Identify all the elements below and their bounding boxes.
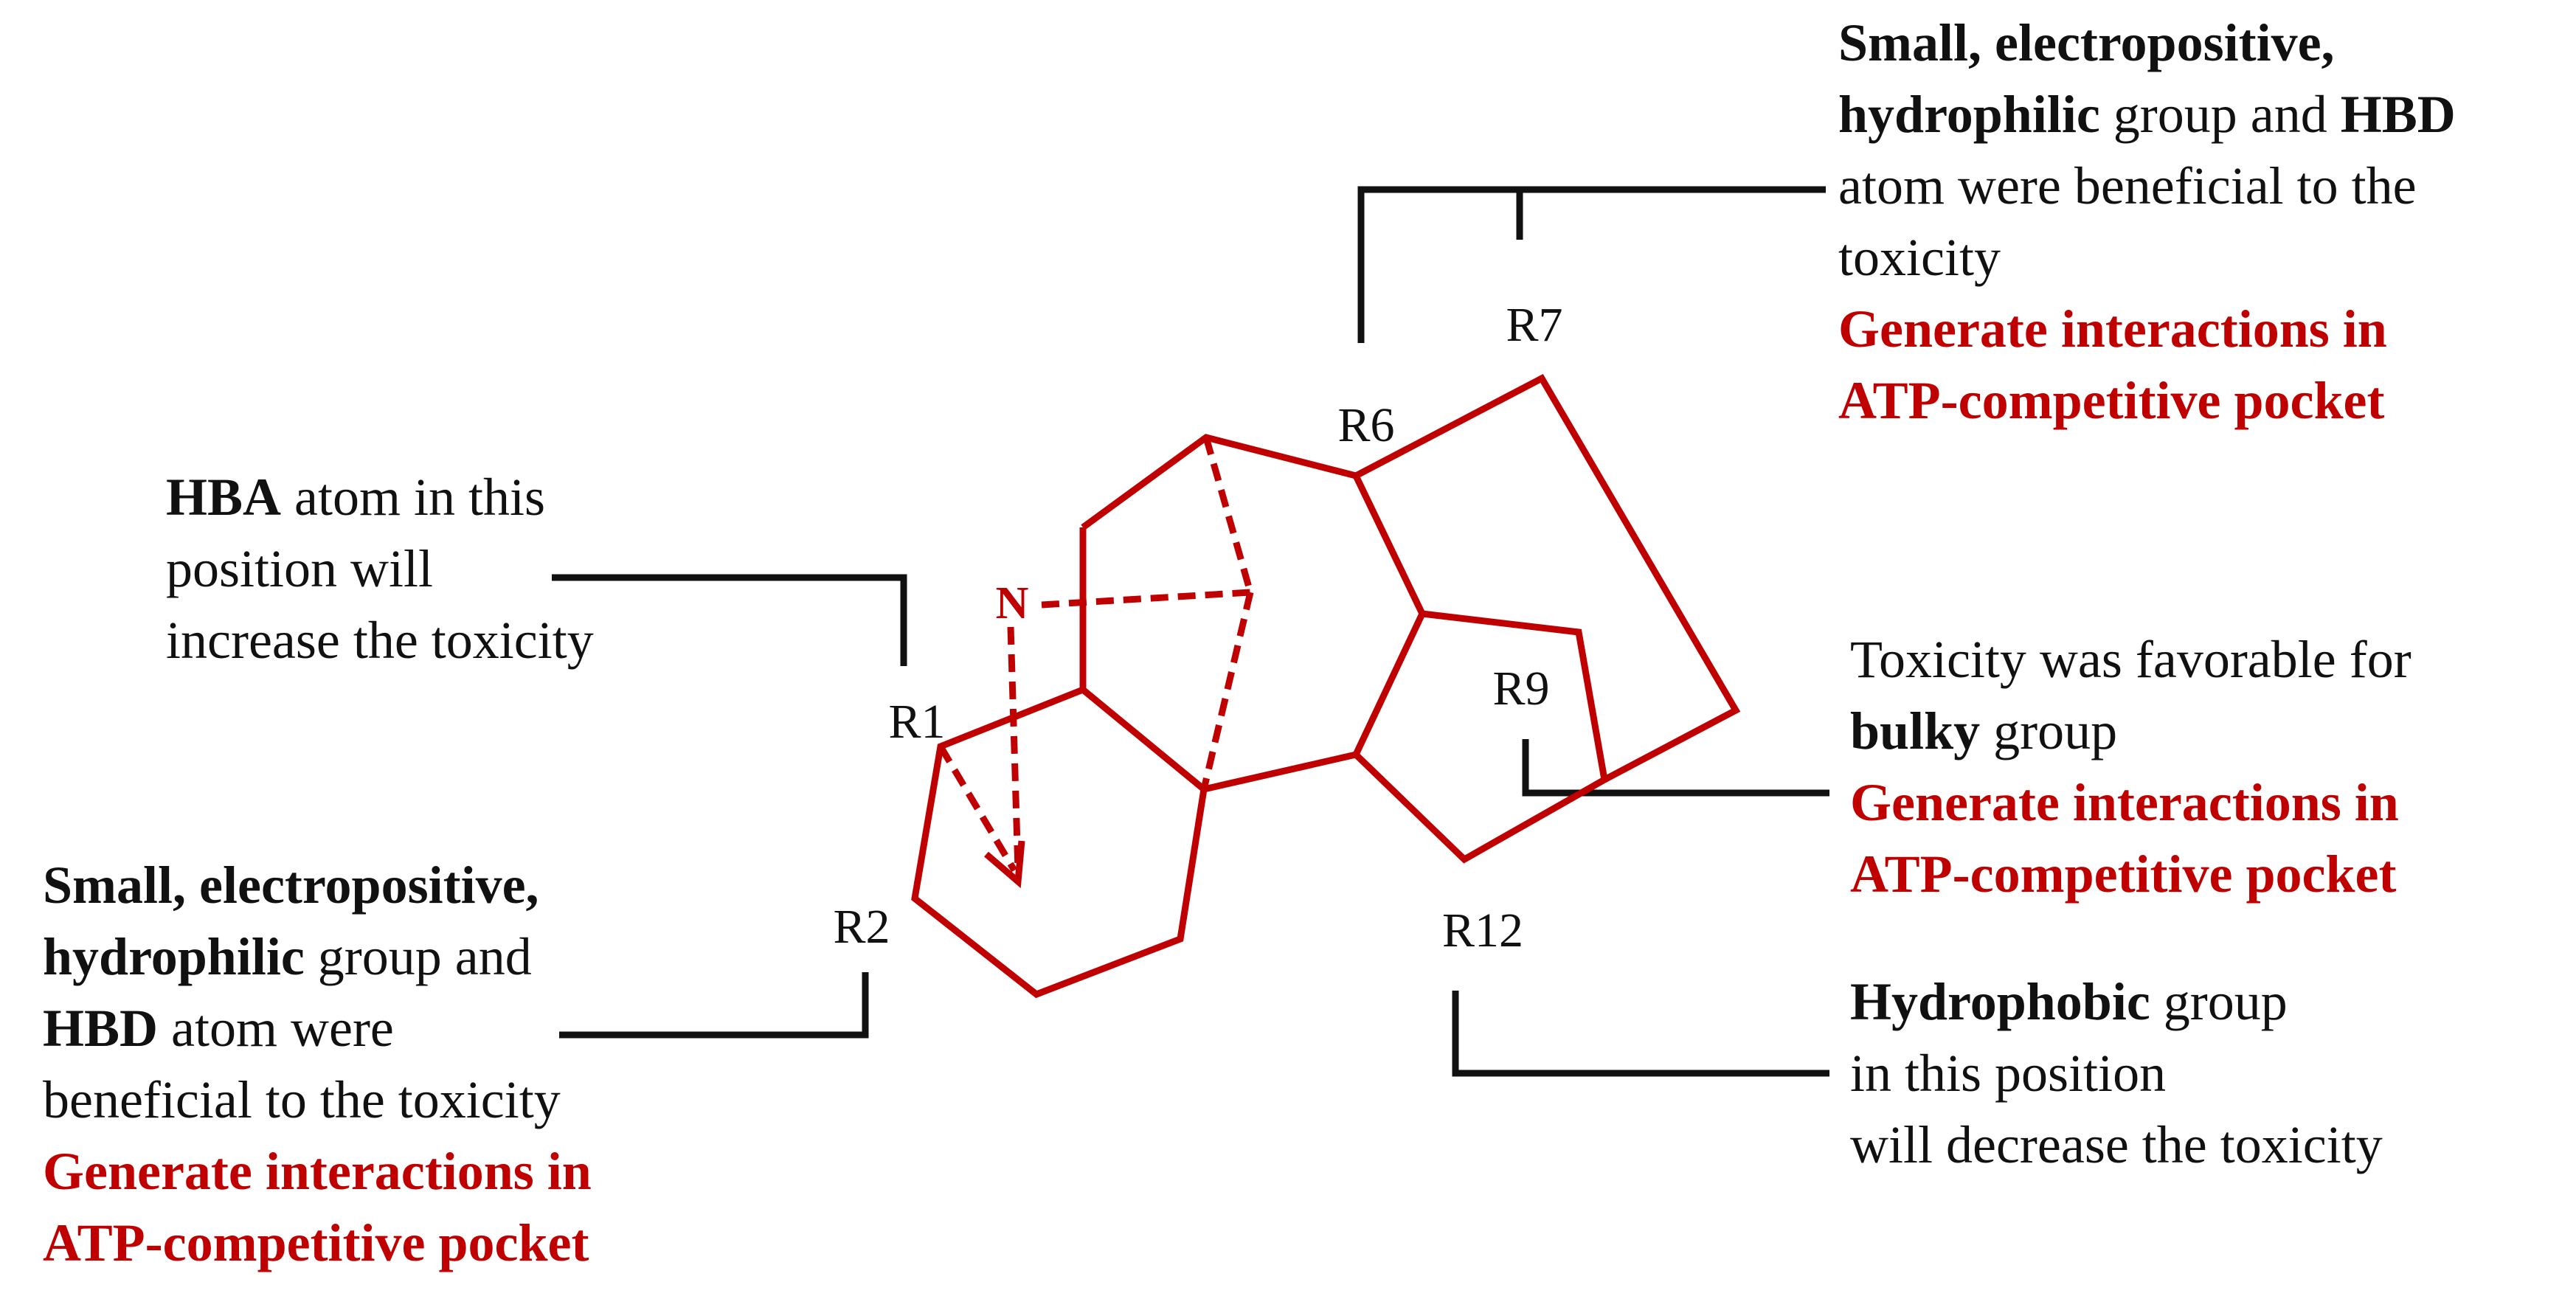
annotation-text: Toxicity was favorable for — [1850, 630, 2411, 689]
annotation-line: HBA atom in this — [166, 462, 594, 533]
position-label-r6: R6 — [1337, 398, 1394, 452]
annotation-text: group and — [2099, 85, 2341, 144]
annotation-line: in this position — [1850, 1038, 2383, 1109]
annotation-line: Hydrophobic group — [1850, 966, 2383, 1038]
position-label-r1: R1 — [888, 695, 945, 749]
annotation-bold-text: Small, electropositive, — [1838, 13, 2335, 72]
dashed-bond — [1041, 589, 1251, 609]
annotation-line: will decrease the toxicity — [1850, 1109, 2383, 1181]
position-label-r12: R12 — [1442, 904, 1523, 957]
annotation-line: HBD atom were — [43, 993, 592, 1064]
annotation-bold-text: bulky — [1850, 701, 1981, 760]
position-label-r2: R2 — [833, 900, 890, 954]
annotation-text: increase the toxicity — [166, 611, 594, 670]
annotation-highlight: Generate interactions in — [43, 1142, 592, 1201]
annotation-text: group and — [304, 927, 532, 986]
ring-bond — [911, 527, 1208, 999]
annotation-highlight: ATP-competitive pocket — [1850, 845, 2397, 904]
annotation-bold-text: hydrophilic — [1838, 85, 2100, 144]
annotation-r1: HBA atom in this position will increase th… — [166, 462, 594, 676]
annotation-line: toxicity — [1838, 222, 2456, 294]
dashed-bonds — [938, 436, 1254, 873]
annotation-text: will decrease the toxicity — [1850, 1115, 2383, 1174]
leader-line-r9 — [1522, 739, 1829, 797]
annotation-highlight: Generate interactions in — [1838, 299, 2387, 358]
annotation-bold-text: Hydrophobic — [1850, 972, 2150, 1031]
leader-line-r12 — [1452, 991, 1829, 1077]
annotation-r12: Hydrophobic group in this position will de… — [1850, 966, 2383, 1181]
annotation-bold-text: Small, electropositive, — [43, 856, 539, 915]
arrowhead — [984, 840, 1025, 889]
annotation-line: bulky group — [1850, 696, 2411, 767]
annotation-line: Small, electropositive, — [43, 850, 592, 921]
atom-label-n: N — [996, 578, 1029, 628]
annotation-line: Small, electropositive, — [1838, 7, 2456, 79]
annotation-text: atom were — [158, 999, 394, 1058]
annotation-r2: Small, electropositive, hydrophilic group… — [43, 850, 592, 1279]
dashed-bond — [1007, 626, 1022, 871]
annotation-r6: Small, electropositive, hydrophilic group… — [1838, 7, 2456, 437]
annotation-bold-text: HBD — [43, 999, 159, 1058]
annotation-line: Toxicity was favorable for — [1850, 624, 2411, 696]
dashed-bond — [938, 744, 1017, 873]
annotation-line: hydrophilic group and HBD — [1838, 79, 2456, 150]
leader-line-r1 — [552, 574, 907, 666]
annotation-bold-text: hydrophilic — [43, 927, 305, 986]
annotation-text: beneficial to the toxicity — [43, 1070, 561, 1129]
annotation-text: in this position — [1850, 1044, 2167, 1103]
annotation-line: beneficial to the toxicity — [43, 1064, 592, 1136]
annotation-highlight: ATP-competitive pocket — [43, 1213, 589, 1272]
annotation-highlight: Generate interactions in — [1850, 773, 2399, 832]
annotation-line: position will — [166, 533, 594, 605]
position-label-r9: R9 — [1492, 662, 1549, 715]
annotation-bold-text: HBA — [166, 468, 282, 527]
annotation-text: atom in this — [281, 468, 546, 527]
ring-bonds — [911, 374, 1741, 999]
annotation-line: increase the toxicity — [166, 605, 594, 676]
annotation-text: atom were beneficial to the — [1838, 156, 2417, 215]
annotation-bold-text: HBD — [2340, 85, 2456, 144]
ring-bond — [1202, 474, 1426, 793]
position-label-r7: R7 — [1506, 298, 1562, 352]
dashed-bond — [1200, 591, 1254, 791]
annotation-text: toxicity — [1838, 228, 2001, 287]
annotation-line: hydrophilic group and — [43, 921, 592, 993]
ring-bond — [1353, 610, 1608, 864]
leader-line-r6 — [1357, 186, 1826, 343]
leader-line-r2 — [559, 972, 869, 1039]
annotation-highlight: ATP-competitive pocket — [1838, 371, 2385, 430]
dashed-bond — [1202, 436, 1254, 594]
annotation-text: group — [2150, 972, 2288, 1031]
annotation-text: position will — [166, 539, 434, 598]
annotation-text: group — [1980, 701, 2118, 760]
annotation-line: atom were beneficial to the — [1838, 150, 2456, 222]
ring-bond — [1081, 374, 1741, 783]
